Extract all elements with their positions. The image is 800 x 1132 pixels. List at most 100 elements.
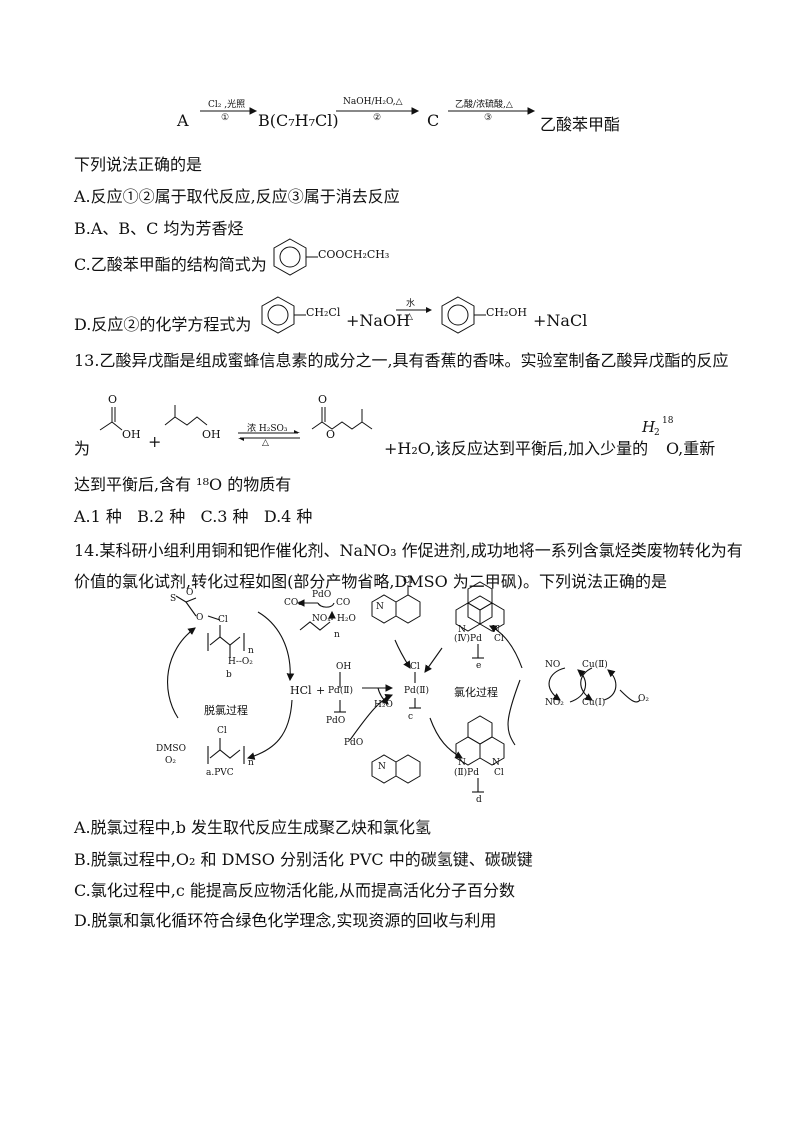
q12-option-d: D.反应②的化学方程式为 (74, 315, 252, 334)
q13-suffix: +H₂O,该反应达到平衡后,加入少量的 (384, 439, 649, 458)
h2o-middle: H₂O (374, 700, 393, 710)
co2-label: CO₂ (284, 598, 302, 608)
b-h-o2: H--O₂ (228, 657, 253, 667)
label-d: d (476, 795, 482, 805)
q12-stem: 下列说法正确的是 (74, 155, 203, 174)
pd2-right: Pd(Ⅱ) (404, 686, 429, 696)
quinoline-n-top: N (376, 602, 384, 612)
q12-option-a: A.反应①②属于取代反应,反应③属于消去反应 (74, 187, 400, 206)
pdo-bottom: PdO (344, 738, 364, 748)
phen-n4: N (492, 758, 500, 768)
q13-structures (99, 405, 373, 431)
q13-arrow-bottom: △ (262, 438, 269, 448)
q14-option-a: A.脱氯过程中,b 发生取代反应生成聚乙炔和氯化氢 (74, 818, 432, 837)
pd2c-label: (Ⅱ)Pd (454, 768, 479, 778)
d-cl: Cl (494, 768, 504, 778)
hcl-label: HCl (290, 684, 312, 697)
compound-c: C (427, 111, 440, 130)
phen-n2: N (492, 625, 500, 635)
q12-option-d-tail: +NaCl (533, 311, 588, 330)
compound-b: B(C₇H₇Cl) (258, 111, 339, 130)
dmso-s: S (170, 594, 177, 604)
q13-plus: + (148, 432, 162, 451)
arrow1-step: ① (221, 113, 230, 123)
e-cl: Cl (494, 634, 504, 644)
label-a: a.PVC (206, 768, 234, 778)
q12-option-c: C.乙酸苯甲酯的结构简式为 (74, 255, 267, 274)
q13-stem-prefix: 为 (74, 439, 91, 458)
q13-stem-line1: 13.乙酸异戊酯是组成蜜蜂信息素的成分之一,具有香蕉的香味。实验室制备乙酸异戊酯… (74, 351, 729, 370)
product-name: 乙酸苯甲酯 (540, 115, 621, 134)
q12-option-c-formula: COOCH₂CH₃ (318, 248, 390, 261)
arrow3-reagent: 乙酸/浓硫酸,△ (455, 100, 513, 110)
c-cl: Cl (410, 662, 420, 672)
q13-options: A.1 种 B.2 种 C.3 种 D.4 种 (74, 507, 313, 526)
quinoline-n-bottom: N (378, 762, 386, 772)
label-b: b (226, 670, 232, 680)
q13-ester-o1: O (318, 393, 328, 406)
pdo-top: PdO (312, 590, 332, 600)
a-n: n (248, 758, 254, 768)
nox-label: NOₓ (312, 614, 332, 624)
q13-stem-line3: 达到平衡后,含有 ¹⁸O 的物质有 (74, 475, 292, 494)
co-label: CO (336, 598, 351, 608)
quinoline-cl: Cl (403, 576, 413, 586)
h2o-top: H₂O (337, 614, 356, 624)
pd-oh: OH (336, 662, 352, 672)
arrow3-step: ③ (484, 113, 493, 123)
arrow2-step: ② (373, 113, 382, 123)
label-e: e (476, 661, 482, 671)
q13-h2: H (642, 418, 656, 436)
q13-h2-sub: 2 (654, 428, 660, 438)
benzene-ring-d2 (441, 296, 475, 334)
compound-a: A (177, 111, 189, 130)
q14-stem-line2: 价值的氯化试剂,转化过程如图(部分产物省略,DMSO 为二甲砜)。下列说法正确的… (74, 572, 668, 591)
benzene-ring-d1 (261, 296, 295, 334)
bond-c (306, 256, 318, 258)
dmso-o2: O (196, 613, 204, 623)
diagram-lines (167, 581, 641, 793)
bond-d2 (474, 314, 486, 316)
cu1-label: Cu(Ⅰ) (582, 698, 606, 708)
arrow2-reagent: NaOH/H₂O,△ (343, 97, 403, 107)
q13-arrow-top: 浓 H₂SO₃ (247, 424, 288, 434)
b-cl: Cl (218, 615, 228, 625)
q13-isotope: 18 (662, 416, 674, 426)
benzene-ring-c (273, 238, 307, 276)
q13-equilibrium-arrow (238, 430, 300, 441)
o2-right-label: O₂ (638, 694, 649, 704)
q14-stem-line1: 14.某科研小组利用铜和钯作催化剂、NaNO₃ 作促进剂,成功地将一系列含氯烃类… (74, 541, 743, 560)
pd2-left: Pd(Ⅱ) (328, 686, 353, 696)
a-cl: Cl (217, 726, 227, 736)
polyene-n: n (334, 630, 340, 640)
phen-n3: N (458, 758, 466, 768)
q12-option-d-arrow-top: 水 (406, 299, 416, 309)
q13-o-after: O,重新 (666, 439, 716, 458)
q12-option-d-product: CH₂OH (486, 306, 528, 319)
b-n: n (248, 646, 254, 656)
q14-option-d: D.脱氯和氯化循环符合绿色化学理念,实现资源的回收与利用 (74, 911, 497, 930)
q12-option-d-plus: +NaOH (346, 311, 411, 330)
dechlorination-label: 脱氯过程 (204, 704, 248, 717)
dmso-o: O (186, 588, 194, 598)
phen-n1: N (458, 625, 466, 635)
q12-option-b: B.A、B、C 均为芳香烃 (74, 219, 244, 238)
label-c: c (408, 712, 414, 722)
q13-ester-o2: O (326, 428, 336, 441)
q14-option-c: C.氯化过程中,c 能提高反应物活化能,从而提高活化分子百分数 (74, 881, 515, 900)
q12-option-d-reactant: CH₂Cl (306, 306, 341, 319)
hcl-plus: + (316, 684, 326, 697)
bond-d1 (294, 314, 306, 316)
q13-acid-o: O (108, 393, 118, 406)
no-label: NO (545, 660, 561, 670)
o2-label: O₂ (165, 756, 176, 766)
q13-acid-oh: OH (122, 428, 141, 441)
q13-alcohol-oh: OH (202, 428, 221, 441)
arrow-d (396, 307, 432, 313)
pdo-left: PdO (326, 716, 346, 726)
dmso-label: DMSO (156, 744, 186, 754)
no2-label: NO₂ (545, 698, 564, 708)
q14-option-b: B.脱氯过程中,O₂ 和 DMSO 分别活化 PVC 中的碳氢键、碳碳键 (74, 850, 533, 869)
scheme-arrows (200, 107, 536, 115)
cu2-label: Cu(Ⅱ) (582, 660, 608, 670)
